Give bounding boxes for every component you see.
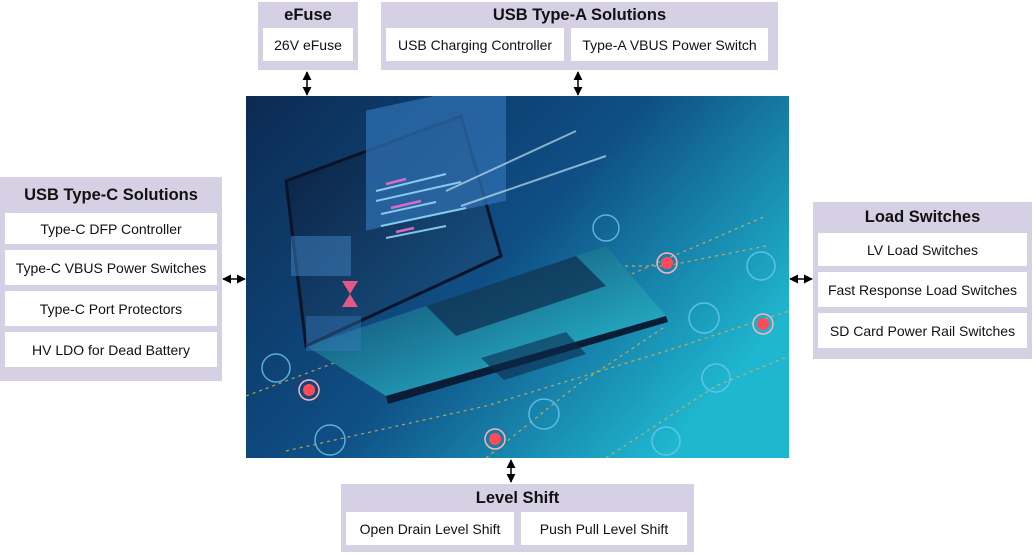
usb-type-a-group: USB Type-A Solutions USB Charging Contro… <box>381 2 778 70</box>
type-c-port-protectors-item: Type-C Port Protectors <box>5 291 217 326</box>
load-switches-title: Load Switches <box>864 208 981 226</box>
push-pull-level-shift-item: Push Pull Level Shift <box>521 512 687 545</box>
usb-charging-controller-item: USB Charging Controller <box>386 28 564 61</box>
type-c-vbus-switches-item: Type-C VBUS Power Switches <box>5 250 217 285</box>
hv-ldo-dead-battery-item: HV LDO for Dead Battery <box>5 332 217 367</box>
usb-type-a-title: USB Type-A Solutions <box>492 6 667 24</box>
lv-load-switches-item: LV Load Switches <box>818 233 1027 266</box>
usb-type-c-group: USB Type-C Solutions Type-C DFP Controll… <box>0 177 222 381</box>
level-shift-group: Level Shift Open Drain Level Shift Push … <box>341 484 694 552</box>
laptop-illustration <box>246 96 789 458</box>
load-switches-group: Load Switches LV Load Switches Fast Resp… <box>813 202 1032 359</box>
sd-card-power-rail-switches-item: SD Card Power Rail Switches <box>818 313 1027 348</box>
type-a-vbus-switch-item: Type-A VBUS Power Switch <box>571 28 768 61</box>
laptop-illustration-svg <box>246 96 789 458</box>
open-drain-level-shift-item: Open Drain Level Shift <box>346 512 514 545</box>
type-c-dfp-controller-item: Type-C DFP Controller <box>5 213 217 244</box>
efuse-group: eFuse 26V eFuse <box>258 2 358 70</box>
fast-response-load-switches-item: Fast Response Load Switches <box>818 272 1027 307</box>
efuse-item-26v: 26V eFuse <box>263 28 353 61</box>
usb-type-c-title: USB Type-C Solutions <box>24 186 198 204</box>
level-shift-title: Level Shift <box>475 489 560 507</box>
efuse-title: eFuse <box>284 6 332 24</box>
